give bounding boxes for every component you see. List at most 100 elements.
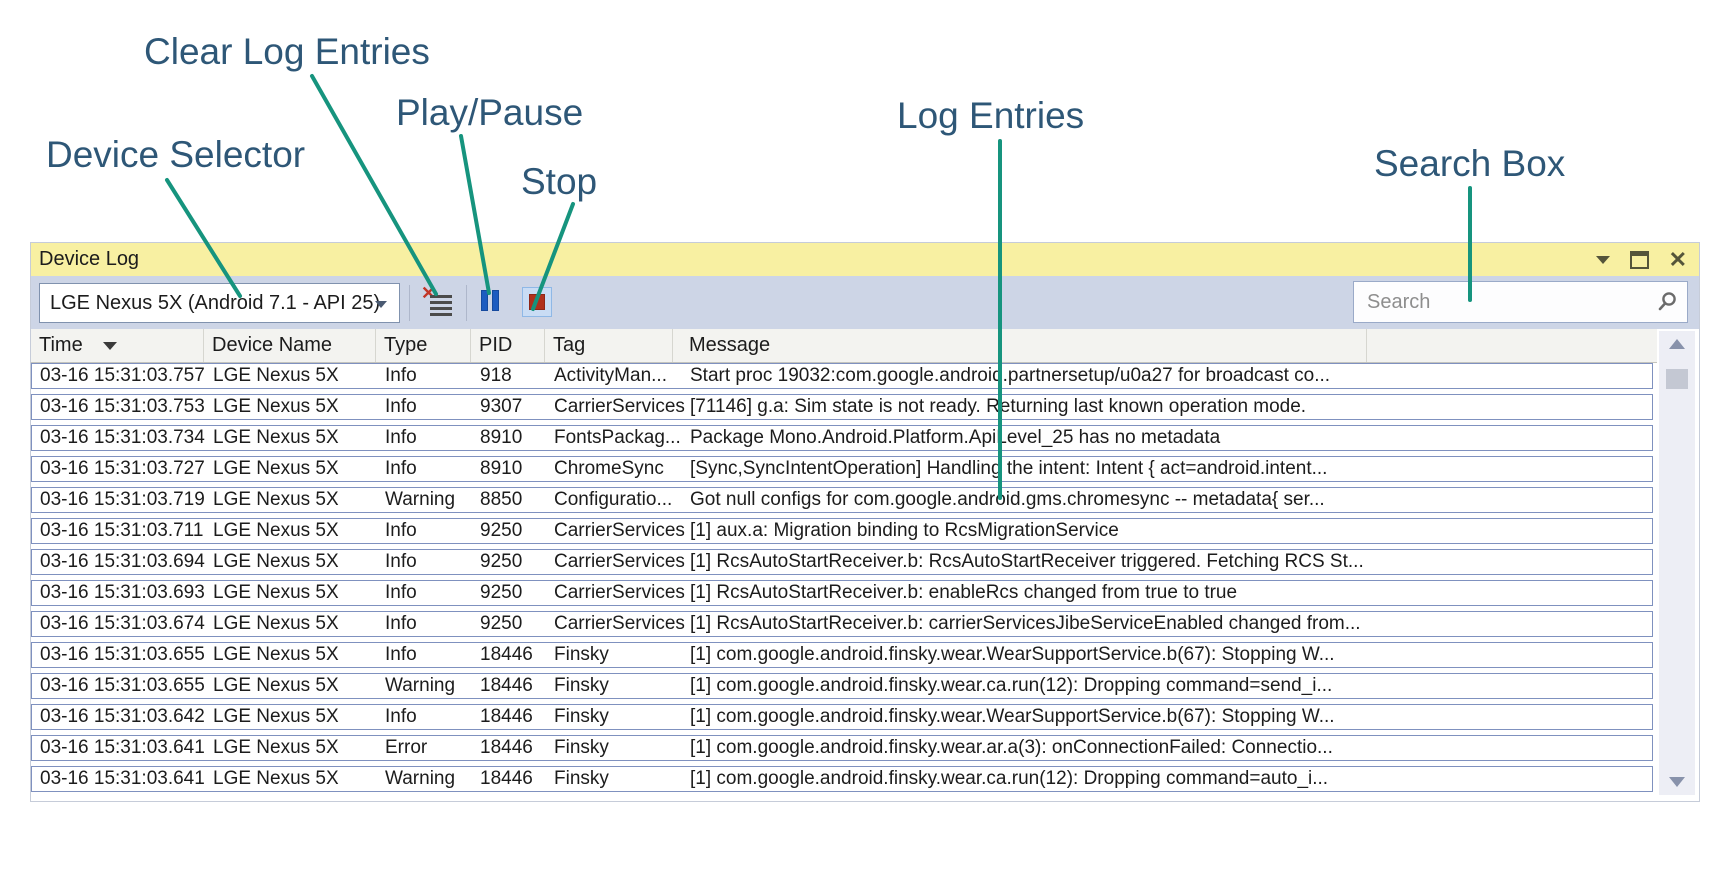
scroll-thumb[interactable] — [1666, 369, 1688, 389]
device-selector-value: LGE Nexus 5X (Android 7.1 - API 25) — [50, 291, 381, 314]
column-header-device-name[interactable]: Device Name — [204, 329, 376, 362]
cell-type: Info — [385, 520, 417, 541]
cell-time: 03-16 15:31:03.641 — [40, 768, 205, 789]
toolbar: LGE Nexus 5X (Android 7.1 - API 25) ✕ — [31, 276, 1699, 329]
cell-tag: Finsky — [554, 768, 609, 789]
table-row[interactable]: 03-16 15:31:03.641 LGE Nexus 5X Error 18… — [31, 735, 1653, 761]
table-row[interactable]: 03-16 15:31:03.655 LGE Nexus 5X Warning … — [31, 673, 1653, 699]
cell-time: 03-16 15:31:03.757 — [40, 365, 205, 386]
table-row[interactable]: 03-16 15:31:03.734 LGE Nexus 5X Info 891… — [31, 425, 1653, 451]
annotation-stop: Stop — [521, 161, 598, 202]
maximize-icon[interactable] — [1629, 250, 1649, 269]
device-selector-dropdown[interactable]: LGE Nexus 5X (Android 7.1 - API 25) — [39, 283, 400, 323]
column-header-type[interactable]: Type — [376, 329, 471, 362]
search-input[interactable] — [1354, 290, 1656, 314]
cell-tag: Configuratio... — [554, 489, 673, 510]
cell-device: LGE Nexus 5X — [213, 737, 339, 758]
annotation-device-selector: Device Selector — [46, 134, 306, 175]
stop-icon — [529, 294, 545, 310]
cell-message: [1] com.google.android.finsky.wear.WearS… — [690, 706, 1335, 727]
cell-time: 03-16 15:31:03.727 — [40, 458, 205, 479]
cell-message: Got null configs for com.google.android.… — [690, 489, 1325, 510]
table-row[interactable]: 03-16 15:31:03.694 LGE Nexus 5X Info 925… — [31, 549, 1653, 575]
cell-pid: 18446 — [480, 644, 533, 665]
cell-message: [1] aux.a: Migration binding to RcsMigra… — [690, 520, 1119, 541]
cell-device: LGE Nexus 5X — [213, 458, 339, 479]
cell-device: LGE Nexus 5X — [213, 613, 339, 634]
toolbar-separator — [409, 285, 410, 321]
cell-time: 03-16 15:31:03.655 — [40, 675, 205, 696]
cell-message: [1] com.google.android.finsky.wear.ar.a(… — [690, 737, 1333, 758]
column-header-pid[interactable]: PID — [471, 329, 545, 362]
cell-device: LGE Nexus 5X — [213, 396, 339, 417]
log-entries-list: 03-16 15:31:03.757 LGE Nexus 5X Info 918… — [31, 363, 1653, 797]
cell-pid: 8910 — [480, 427, 523, 448]
table-row[interactable]: 03-16 15:31:03.655 LGE Nexus 5X Info 184… — [31, 642, 1653, 668]
toolbar-separator — [466, 285, 467, 321]
cell-time: 03-16 15:31:03.674 — [40, 613, 205, 634]
table-row[interactable]: 03-16 15:31:03.719 LGE Nexus 5X Warning … — [31, 487, 1653, 513]
cell-tag: CarrierServices — [554, 551, 685, 572]
cell-type: Info — [385, 396, 417, 417]
cell-time: 03-16 15:31:03.655 — [40, 644, 205, 665]
cell-device: LGE Nexus 5X — [213, 551, 339, 572]
cell-tag: FontsPackag... — [554, 427, 681, 448]
cell-device: LGE Nexus 5X — [213, 768, 339, 789]
cell-type: Info — [385, 706, 417, 727]
table-row[interactable]: 03-16 15:31:03.753 LGE Nexus 5X Info 930… — [31, 394, 1653, 420]
stop-button[interactable] — [522, 287, 552, 317]
cell-pid: 918 — [480, 365, 512, 386]
chevron-down-icon — [375, 301, 387, 308]
cell-device: LGE Nexus 5X — [213, 427, 339, 448]
close-icon[interactable]: ✕ — [1668, 246, 1687, 272]
window-position-caret-icon[interactable] — [1595, 255, 1610, 264]
pause-icon — [481, 290, 488, 311]
cell-tag: ChromeSync — [554, 458, 664, 479]
cell-message: [Sync,SyncIntentOperation] Handling the … — [690, 458, 1328, 479]
cell-type: Warning — [385, 768, 456, 789]
cell-device: LGE Nexus 5X — [213, 582, 339, 603]
vertical-scrollbar[interactable] — [1659, 331, 1695, 795]
annotation-clear-log-entries: Clear Log Entries — [144, 31, 430, 72]
table-row[interactable]: 03-16 15:31:03.711 LGE Nexus 5X Info 925… — [31, 518, 1653, 544]
cell-device: LGE Nexus 5X — [213, 644, 339, 665]
cell-tag: ActivityMan... — [554, 365, 667, 386]
cell-message: [71146] g.a: Sim state is not ready. Ret… — [690, 396, 1307, 417]
cell-type: Info — [385, 365, 417, 386]
cell-time: 03-16 15:31:03.734 — [40, 427, 205, 448]
clear-log-entries-button[interactable]: ✕ — [421, 283, 453, 318]
window-title: Device Log — [39, 248, 140, 270]
cell-pid: 18446 — [480, 706, 533, 727]
table-row[interactable]: 03-16 15:31:03.642 LGE Nexus 5X Info 184… — [31, 704, 1653, 730]
cell-device: LGE Nexus 5X — [213, 675, 339, 696]
table-row[interactable]: 03-16 15:31:03.727 LGE Nexus 5X Info 891… — [31, 456, 1653, 482]
column-header-tag[interactable]: Tag — [545, 329, 673, 362]
table-row[interactable]: 03-16 15:31:03.757 LGE Nexus 5X Info 918… — [31, 363, 1653, 389]
column-header-time[interactable]: Time — [31, 329, 204, 362]
annotation-search-box: Search Box — [1374, 143, 1566, 184]
scroll-up-arrow-icon[interactable] — [1669, 339, 1685, 349]
cell-tag: CarrierServices — [554, 520, 685, 541]
cell-message: [1] com.google.android.finsky.wear.WearS… — [690, 644, 1335, 665]
cell-type: Info — [385, 613, 417, 634]
play-pause-button[interactable] — [481, 290, 501, 312]
cell-time: 03-16 15:31:03.693 — [40, 582, 205, 603]
table-header: Time Device Name Type PID Tag Message — [31, 329, 1657, 363]
titlebar: Device Log ✕ — [31, 243, 1699, 276]
cell-time: 03-16 15:31:03.642 — [40, 706, 205, 727]
cell-tag: CarrierServices — [554, 613, 685, 634]
cell-message: [1] com.google.android.finsky.wear.ca.ru… — [690, 768, 1329, 789]
cell-pid: 9250 — [480, 582, 523, 603]
table-row[interactable]: 03-16 15:31:03.641 LGE Nexus 5X Warning … — [31, 766, 1653, 792]
scroll-down-arrow-icon[interactable] — [1669, 777, 1685, 787]
table-row[interactable]: 03-16 15:31:03.693 LGE Nexus 5X Info 925… — [31, 580, 1653, 606]
cell-tag: Finsky — [554, 737, 609, 758]
search-icon[interactable] — [1656, 291, 1678, 313]
cell-pid: 18446 — [480, 768, 533, 789]
cell-pid: 9250 — [480, 551, 523, 572]
column-header-filler — [1367, 329, 1657, 362]
table-row[interactable]: 03-16 15:31:03.674 LGE Nexus 5X Info 925… — [31, 611, 1653, 637]
cell-time: 03-16 15:31:03.753 — [40, 396, 205, 417]
cell-message: [1] com.google.android.finsky.wear.ca.ru… — [690, 675, 1333, 696]
column-header-message[interactable]: Message — [673, 329, 1367, 362]
